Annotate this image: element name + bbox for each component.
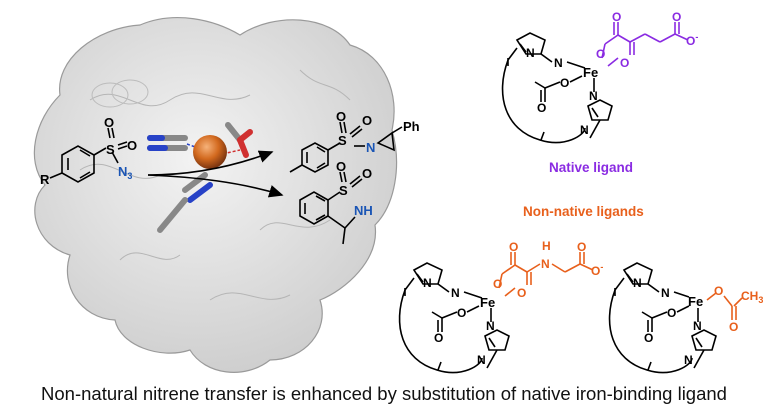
atom-n-nn1-2: N: [451, 286, 460, 300]
atom-n-nn2-4: N: [684, 353, 693, 367]
atom-fe-nn2: Fe: [688, 294, 703, 309]
atom-o-nn2-2: O: [644, 331, 653, 345]
sulfonyl-azide-structure: [49, 127, 128, 183]
atom-o-aziridine-top: O: [336, 109, 346, 124]
atom-s-aziridine: S: [338, 133, 347, 148]
atom-o-nn1-2: O: [434, 331, 443, 345]
atom-o-sultam-top: O: [336, 159, 346, 174]
iron-sphere: [193, 135, 227, 169]
atom-o-azide-top: O: [104, 115, 114, 130]
non-native-complex-1: [398, 262, 510, 374]
atom-o-akg-2: O: [612, 10, 621, 24]
atom-s-azide: S: [106, 142, 115, 157]
aziridine-product: [289, 121, 403, 173]
atom-n-nn2-3: N: [693, 319, 702, 333]
atom-n-nn2-1: N: [633, 276, 642, 290]
atom-n-native-4: N: [580, 123, 589, 137]
atom-nh-sultam: NH: [354, 203, 373, 218]
atom-ch3-acetate: CH3: [741, 289, 763, 305]
atom-ph: Ph: [403, 119, 420, 134]
atom-s-sultam: S: [339, 183, 348, 198]
atom-o-akg-3: O: [620, 56, 629, 70]
atom-o-nn2-1: O: [667, 306, 676, 320]
atom-o-nog-1: O: [493, 277, 502, 291]
active-site-residues: [147, 122, 253, 233]
atom-n-native-2: N: [554, 56, 563, 70]
atom-fe-nn1: Fe: [480, 295, 495, 310]
non-native-complex-2: [608, 262, 717, 374]
atom-n-nog: N: [541, 257, 550, 271]
atom-o-akg-4: O: [672, 10, 681, 24]
atom-o-azide-right: O: [127, 138, 137, 153]
figure-caption: Non-natural nitrene transfer is enhanced…: [41, 383, 727, 404]
atom-o-acetate-1: O: [714, 284, 723, 298]
atom-o-akg-5: O-: [686, 32, 698, 48]
atom-h-nog: H: [542, 239, 551, 253]
atom-n-nn1-1: N: [423, 276, 432, 290]
atom-o-sultam-right: O: [362, 166, 372, 181]
atom-n-aziridine: N: [366, 140, 375, 155]
atom-o-akg-1: O: [596, 47, 605, 61]
atom-o-nog-5: O-: [591, 262, 603, 278]
native-ligand-ketoglutarate: [601, 22, 689, 67]
atom-o-native-1: O: [560, 76, 569, 90]
protein-surface: [33, 16, 398, 373]
atom-o-aziridine-right: O: [362, 113, 372, 128]
atom-n-nn1-4: N: [477, 353, 486, 367]
atom-o-nn1-1: O: [457, 306, 466, 320]
atom-n-native-3: N: [589, 89, 598, 103]
sultam-product: [299, 171, 363, 245]
native-ligand-label: Native ligand: [549, 160, 634, 175]
atom-o-native-2: O: [537, 101, 546, 115]
atom-r: R: [40, 172, 50, 187]
atom-fe-native: Fe: [583, 65, 598, 80]
atom-n-native-1: N: [526, 46, 535, 60]
atom-n3: N3: [118, 164, 132, 181]
atom-o-nog-3: O: [517, 286, 526, 300]
atom-n-nn2-2: N: [661, 286, 670, 300]
atom-o-nog-4: O: [577, 240, 586, 254]
non-native-ligands-label: Non-native ligands: [523, 204, 644, 219]
reaction-arrows: [147, 150, 284, 198]
native-ligand-complex: [501, 32, 613, 144]
atom-n-nn1-3: N: [486, 319, 495, 333]
non-native-ligand-2: [706, 292, 743, 320]
atom-o-nog-2: O: [509, 240, 518, 254]
atom-o-acetate-2: O: [729, 320, 738, 334]
non-native-ligand-1: [498, 252, 594, 297]
